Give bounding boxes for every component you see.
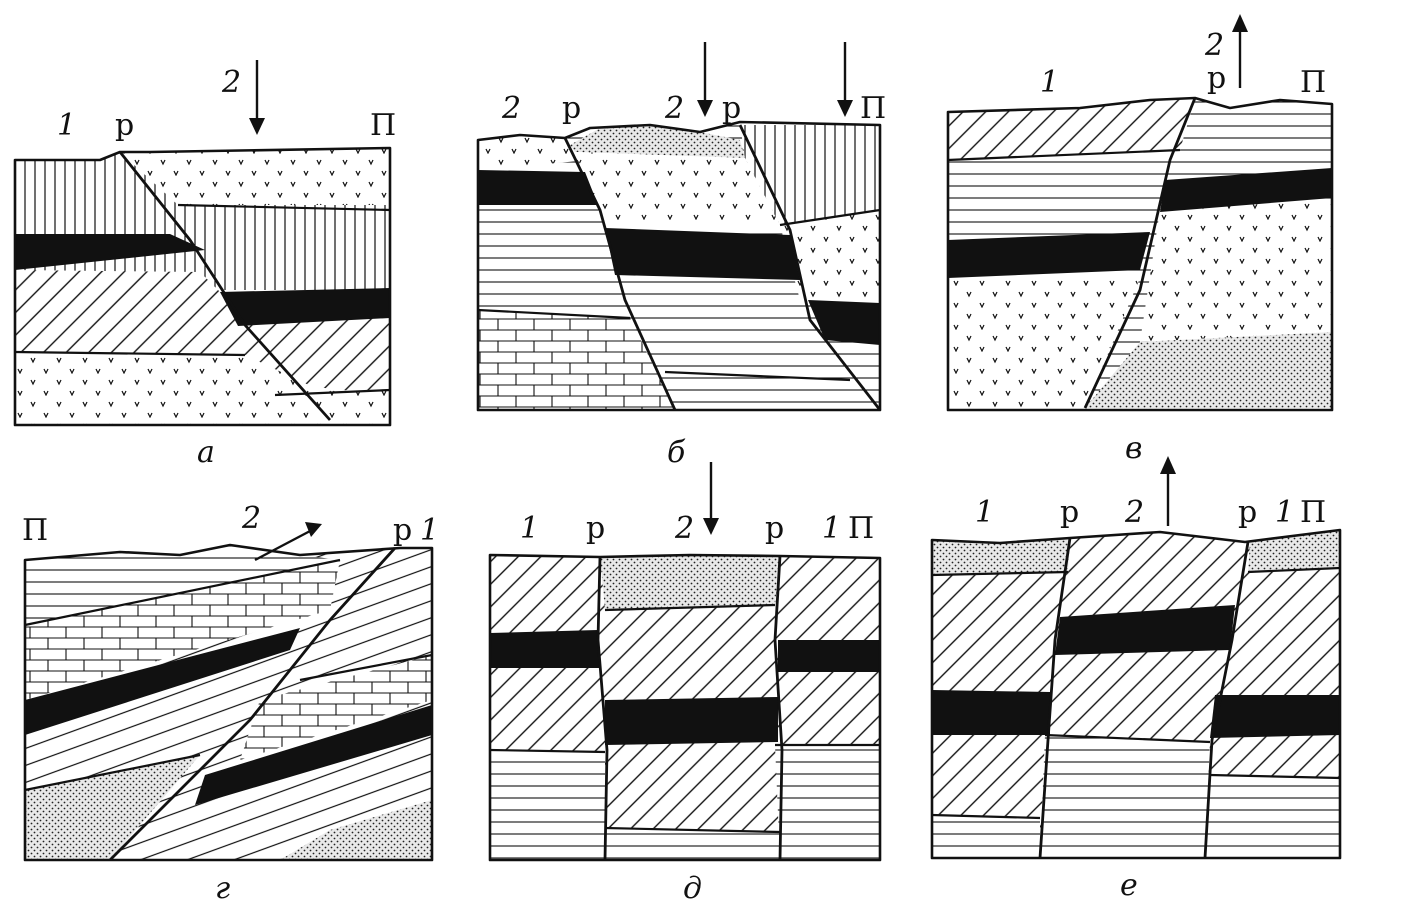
layer-horiz-right xyxy=(775,745,880,860)
label-1: 1 xyxy=(975,495,994,530)
label-2: 2 xyxy=(221,65,241,100)
layer-dots-top xyxy=(570,125,745,158)
panel-b: 2 р 2 р П б xyxy=(476,42,886,470)
fault-line-d2 xyxy=(773,555,784,861)
caption-a: а xyxy=(197,435,215,470)
layer-v-left xyxy=(948,275,1140,408)
coal-v-right xyxy=(1160,168,1332,212)
panel-g: П 2 р 1 г xyxy=(22,501,439,906)
arrow-down-icon xyxy=(249,118,265,135)
coal-b-right xyxy=(808,300,880,345)
arrow-up-icon xyxy=(1160,456,1176,474)
coal-b-mid xyxy=(605,228,800,280)
layer-brick-right xyxy=(240,655,432,760)
panel-e: 1 р 2 р 1 П е xyxy=(930,456,1342,903)
fault-line-g xyxy=(109,547,397,861)
label-1: 1 xyxy=(822,511,841,546)
label-P: П xyxy=(848,511,874,546)
panel-a: 1 р 2 П а xyxy=(13,60,396,470)
arrow-down-icon xyxy=(697,100,713,117)
label-1: 1 xyxy=(1040,65,1059,100)
label-1: 1 xyxy=(520,511,539,546)
layer-v-bottom xyxy=(15,352,390,425)
label-P: П xyxy=(22,513,48,548)
layer-horiz-bottom xyxy=(605,828,780,860)
layer-v-right xyxy=(1140,200,1332,342)
label-1: 1 xyxy=(1275,495,1294,530)
coal-e-left xyxy=(932,690,1050,735)
arrow-down-icon xyxy=(837,100,853,117)
label-p: р xyxy=(1207,61,1226,96)
label-2: 2 xyxy=(241,501,261,536)
coal-d-right xyxy=(778,640,880,672)
label-p: р xyxy=(722,91,741,126)
label-1: 1 xyxy=(420,513,439,548)
label-P: П xyxy=(370,108,396,143)
label-p: р xyxy=(562,91,581,126)
label-P: П xyxy=(1300,495,1326,530)
caption-e: е xyxy=(1120,868,1138,903)
layer-v-left xyxy=(478,135,590,170)
label-P: П xyxy=(860,91,886,126)
caption-b: б xyxy=(667,435,686,470)
fault-line-b1 xyxy=(563,137,677,411)
fault-line-a xyxy=(118,151,332,421)
coal-v-left xyxy=(948,232,1150,278)
layer-diag-top xyxy=(948,98,1195,160)
fault-line-b2 xyxy=(738,124,882,411)
coal-g-right xyxy=(195,705,432,805)
layer-v-mid xyxy=(575,152,780,225)
label-p: р xyxy=(115,108,134,143)
panel-v: 1 2 р П в xyxy=(946,14,1334,466)
layer-dots-right xyxy=(280,800,432,860)
label-p: р xyxy=(586,511,605,546)
caption-g: г xyxy=(215,871,230,906)
label-2: 2 xyxy=(501,91,521,126)
coal-seam-left xyxy=(15,234,205,270)
label-p: р xyxy=(765,511,784,546)
layer-horiz-center xyxy=(1040,735,1210,858)
coal-seam-right xyxy=(220,288,390,326)
coal-b-left xyxy=(478,170,598,205)
label-2: 2 xyxy=(1204,28,1224,63)
label-p: р xyxy=(393,513,412,548)
layer-brick xyxy=(478,310,675,410)
layer-horiz-right xyxy=(1205,775,1340,858)
layer-horiz-left xyxy=(490,750,605,860)
layer-horiz-left-bottom xyxy=(932,815,1040,858)
label-p: р xyxy=(1060,495,1079,530)
label-2: 2 xyxy=(1124,495,1144,530)
coal-d-left xyxy=(490,630,600,668)
caption-v: в xyxy=(1125,431,1142,466)
label-p: р xyxy=(1238,495,1257,530)
fault-line-e2 xyxy=(1203,541,1250,859)
label-2: 2 xyxy=(674,511,694,546)
arrow-up-right-icon xyxy=(305,522,322,537)
layer-dots xyxy=(1085,332,1332,408)
coal-e-center xyxy=(1055,605,1235,655)
label-2: 2 xyxy=(664,91,684,126)
layer-horiz-top xyxy=(25,545,340,625)
panel-d: 1 р 2 р 1 П д xyxy=(488,462,882,906)
layer-dots-left xyxy=(932,538,1070,575)
arrow-down-icon xyxy=(703,518,719,535)
layer-dots-right xyxy=(1248,530,1340,572)
arrow-up-icon xyxy=(1232,14,1248,32)
caption-d: д xyxy=(683,871,702,906)
fault-line-v xyxy=(1083,97,1197,409)
label-1: 1 xyxy=(57,108,76,143)
layer-brick-left xyxy=(25,560,340,700)
coal-e-right xyxy=(1210,695,1340,738)
label-P: П xyxy=(1300,65,1326,100)
coal-g-left xyxy=(25,628,300,735)
fault-line-e1 xyxy=(1038,537,1072,859)
coal-d-mid xyxy=(605,697,778,745)
layer-v-right xyxy=(780,210,880,300)
layer-dots-graben xyxy=(600,555,780,610)
fault-line-d1 xyxy=(596,556,609,861)
